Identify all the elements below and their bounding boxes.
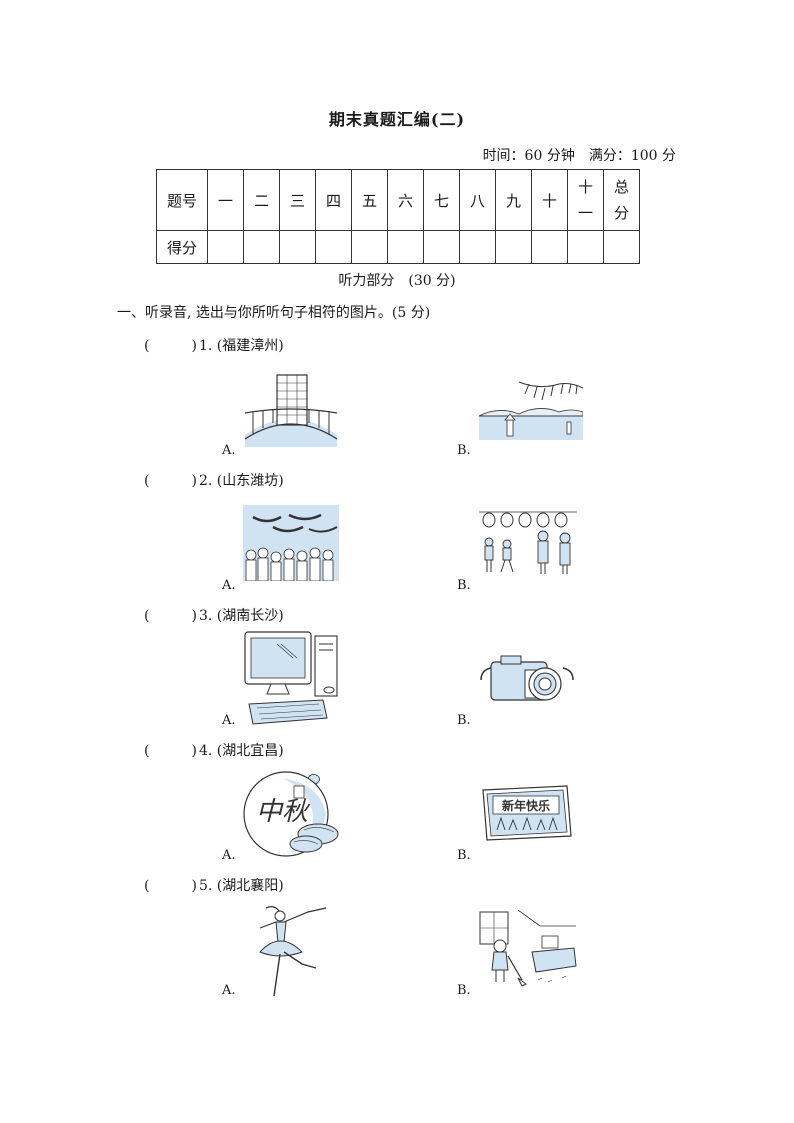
header-cell: 一 (207, 169, 244, 231)
score-cell[interactable] (243, 230, 280, 264)
answer-blank[interactable]: ( ) (144, 878, 197, 894)
header-total-line2: 分 (613, 204, 629, 222)
option-b-label: B. (457, 578, 471, 593)
row-label-score: 得分 (156, 230, 208, 264)
answer-blank[interactable]: ( ) (144, 743, 197, 759)
option-b-label: B. (457, 848, 471, 863)
camera-icon (479, 650, 575, 704)
header-cell: 五 (351, 169, 388, 231)
question-4: ( )4. (湖北宜昌) (144, 740, 284, 760)
time-info: 时间：60 分钟满分：100 分 (483, 145, 676, 165)
score-cell[interactable] (207, 230, 244, 264)
header-cell: 十 (531, 169, 568, 231)
question-label: 5. (湖北襄阳) (199, 878, 284, 894)
header-eleven-line1: 十 (577, 178, 593, 196)
option-a-label: A. (222, 443, 236, 458)
score-cell[interactable] (567, 230, 604, 264)
question-label: 4. (湖北宜昌) (199, 743, 284, 759)
option-a-label: A. (222, 713, 236, 728)
score-table-score-row: 得分 (156, 230, 640, 264)
question-5: ( )5. (湖北襄阳) (144, 875, 284, 895)
card-greeting-text: 新年快乐 (502, 798, 550, 813)
answer-blank[interactable]: ( ) (144, 608, 197, 624)
score-cell[interactable] (351, 230, 388, 264)
option-b-label: B. (457, 983, 471, 998)
header-cell: 二 (243, 169, 280, 231)
page-title: 期末真题汇编(二) (328, 110, 466, 129)
header-cell: 四 (315, 169, 352, 231)
header-cell: 七 (423, 169, 460, 231)
lantern-children-icon (479, 508, 577, 576)
score-cell[interactable] (603, 230, 640, 264)
full-score: 满分：100 分 (588, 148, 676, 164)
score-cell[interactable] (387, 230, 424, 264)
girl-sweeping-room-icon (478, 910, 578, 988)
score-cell[interactable] (423, 230, 460, 264)
lake-pagoda-icon (479, 380, 583, 440)
score-table: 题号 一 二 三 四 五 六 七 八 九 十 十一 总分 得分 (156, 169, 640, 264)
answer-blank[interactable]: ( ) (144, 473, 197, 489)
header-cell: 八 (459, 169, 496, 231)
dragon-boat-crowd-icon (243, 505, 339, 581)
row-label-number: 题号 (156, 169, 208, 231)
computer-icon (243, 630, 341, 726)
time-limit: 时间：60 分钟 (482, 148, 575, 164)
score-cell[interactable] (279, 230, 316, 264)
header-cell: 六 (387, 169, 424, 231)
option-b-label: B. (457, 443, 471, 458)
mid-autumn-calligraphy: 中秋 (256, 797, 311, 827)
new-year-card-icon: 新年快乐 (479, 784, 573, 842)
mid-autumn-mooncake-icon: 中秋 (242, 770, 342, 858)
score-cell[interactable] (459, 230, 496, 264)
question-3: ( )3. (湖南长沙) (144, 605, 284, 625)
section-title: 听力部分 (30 分) (338, 273, 456, 289)
header-eleven-line2: 一 (577, 204, 593, 222)
part1-heading: 一、听录音, 选出与你所听句子相符的图片。(5 分) (117, 305, 431, 321)
ballet-dancer-icon (250, 902, 330, 998)
score-table-header-row: 题号 一 二 三 四 五 六 七 八 九 十 十一 总分 (156, 169, 640, 231)
option-a-label: A. (222, 983, 236, 998)
building-bridge-icon (243, 373, 339, 447)
option-a-label: A. (222, 848, 236, 863)
header-cell-total: 总分 (603, 169, 640, 231)
header-cell: 九 (495, 169, 532, 231)
question-label: 3. (湖南长沙) (199, 608, 284, 624)
score-cell[interactable] (315, 230, 352, 264)
header-cell: 三 (279, 169, 316, 231)
option-b-label: B. (457, 713, 471, 728)
question-label: 2. (山东潍坊) (199, 473, 284, 489)
header-total-line1: 总 (613, 178, 629, 196)
option-a-label: A. (222, 578, 236, 593)
question-2: ( )2. (山东潍坊) (144, 470, 284, 490)
question-1: ( )1. (福建漳州) (144, 335, 284, 355)
header-cell-eleven: 十一 (567, 169, 604, 231)
question-label: 1. (福建漳州) (199, 338, 284, 354)
answer-blank[interactable]: ( ) (144, 338, 197, 354)
score-cell[interactable] (495, 230, 532, 264)
score-cell[interactable] (531, 230, 568, 264)
